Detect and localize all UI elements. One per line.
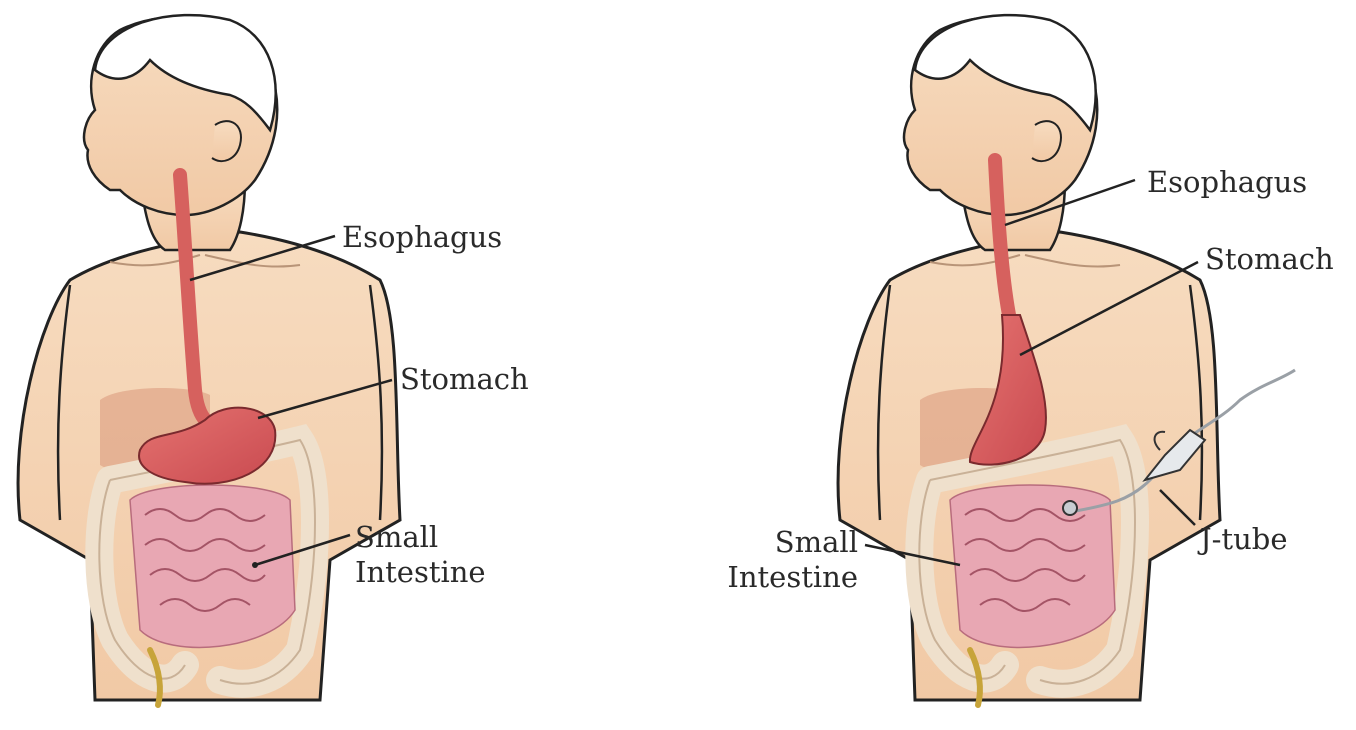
jtube-port bbox=[1063, 501, 1077, 515]
left-figure bbox=[18, 15, 400, 705]
right-label-small-intestine-line1: Small bbox=[740, 525, 858, 559]
left-label-stomach: Stomach bbox=[400, 362, 529, 396]
left-label-esophagus: Esophagus bbox=[342, 220, 502, 254]
right-label-jtube: J-tube bbox=[1200, 522, 1287, 556]
right-label-esophagus: Esophagus bbox=[1147, 165, 1307, 199]
right-label-small-intestine-line2: Intestine bbox=[700, 560, 858, 594]
left-label-small-intestine-line2: Intestine bbox=[355, 555, 486, 589]
right-label-stomach: Stomach bbox=[1205, 242, 1334, 276]
right-figure bbox=[838, 15, 1295, 705]
left-label-small-intestine-line1: Small bbox=[355, 520, 438, 554]
